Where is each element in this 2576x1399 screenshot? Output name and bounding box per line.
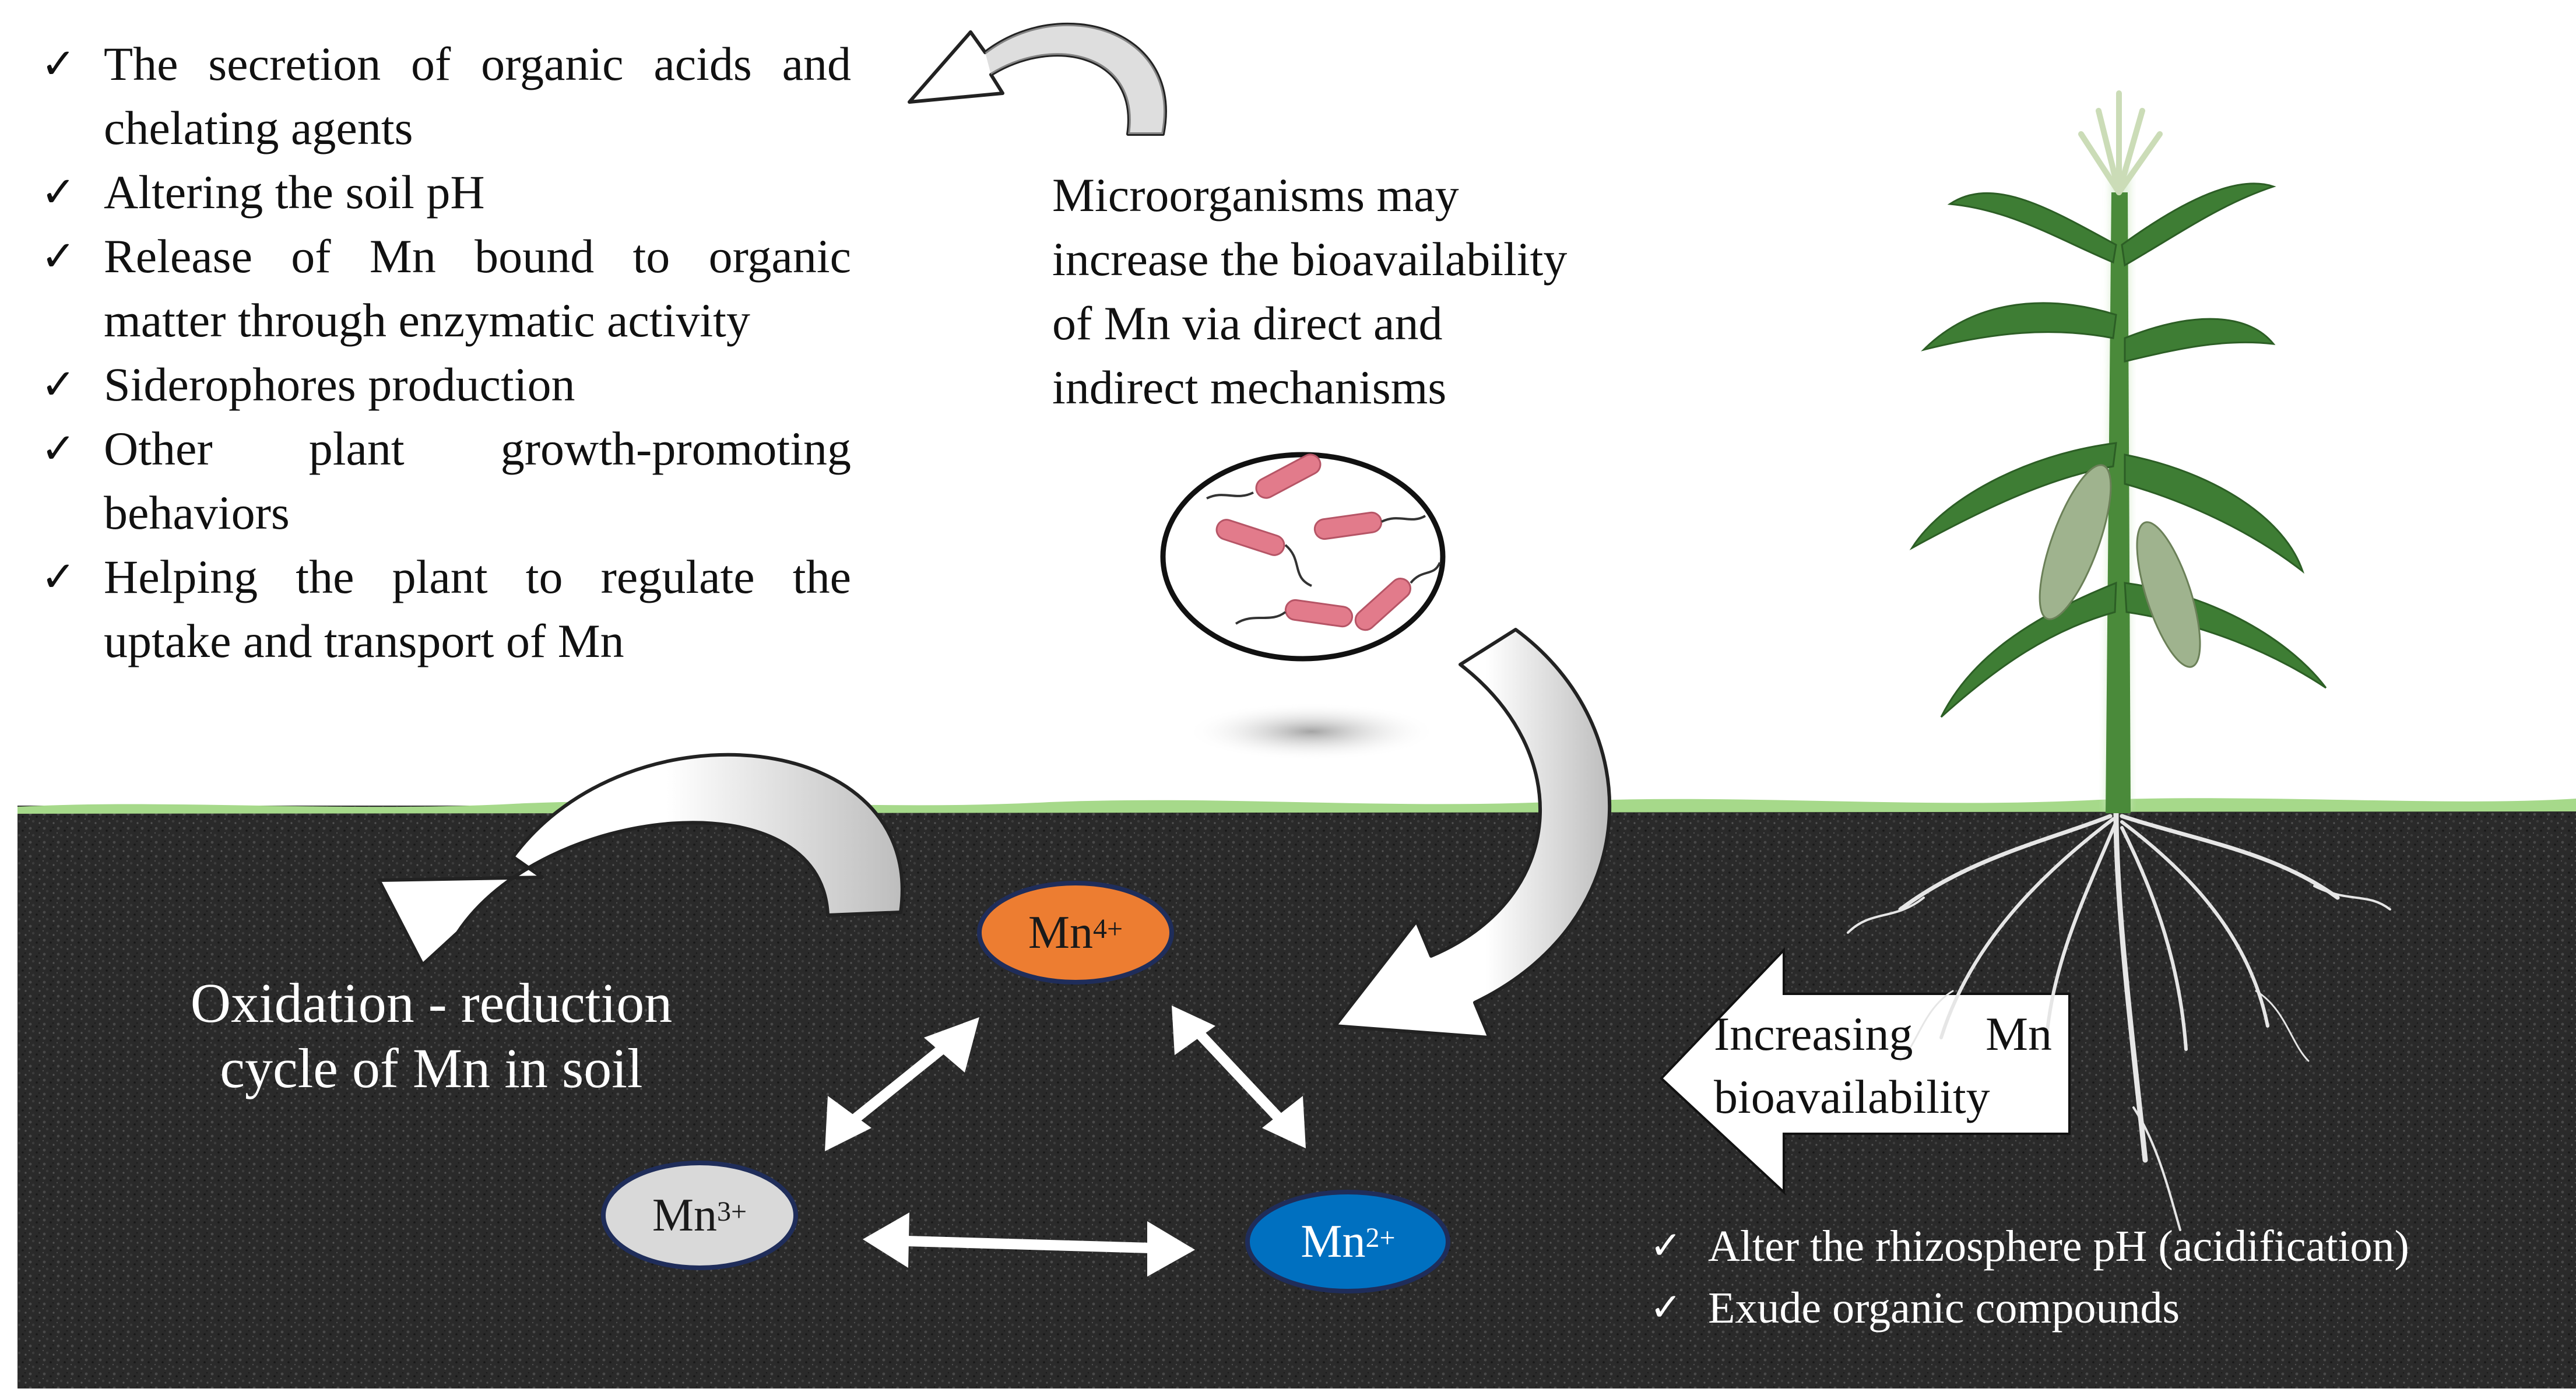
redox-title-line: cycle of Mn in soil	[220, 1037, 643, 1099]
list-item-text: Altering the soil pH	[104, 166, 485, 219]
bacteria-group	[1215, 454, 1411, 631]
check-icon: ✓	[41, 233, 76, 280]
microbe-mechanism-list: ✓ The secretion of organic acids and chel…	[41, 32, 851, 673]
list-item-text: Siderophores production	[104, 358, 575, 411]
list-item-text: Exude organic compounds	[1708, 1284, 2180, 1333]
plant-roots	[1847, 810, 2391, 1231]
list-item: ✓ Siderophores production	[41, 353, 851, 417]
check-icon: ✓	[41, 169, 76, 216]
ion-mn4-circle	[977, 881, 1174, 985]
list-item: ✓ Altering the soil pH	[41, 160, 851, 224]
microorganism-line: increase the bioavailability	[1052, 233, 1568, 286]
curved-arrow-redox	[377, 753, 904, 966]
plant-mechanism-list: ✓ Alter the rhizosphere pH (acidification…	[1650, 1215, 2559, 1339]
list-item-text: Helping the plant to regulate the uptake…	[104, 550, 851, 667]
microorganism-description: Microorganisms may increase the bioavail…	[1052, 163, 1664, 420]
microbe-dish	[1160, 452, 1446, 662]
bioavailability-arrow-label: Increasing Mn bioavailability	[1714, 1003, 2052, 1129]
list-item: ✓ Other plant growth-promoting behaviors	[41, 417, 851, 545]
list-item-text: The secretion of organic acids and chela…	[104, 37, 851, 154]
list-item: ✓ Helping the plant to regulate the uptak…	[41, 545, 851, 673]
list-item-text: Release of Mn bound to organic matter th…	[104, 230, 851, 347]
list-item: ✓ Alter the rhizosphere pH (acidification…	[1650, 1215, 2559, 1277]
double-arrow-mn3-mn2	[881, 1235, 1177, 1254]
ion-base: Mn	[1028, 906, 1094, 958]
check-icon: ✓	[41, 41, 76, 87]
microorganism-line: indirect mechanisms	[1052, 361, 1447, 414]
bioavailability-line: bioavailability	[1714, 1070, 1990, 1123]
check-icon: ✓	[1650, 1286, 1682, 1329]
bioavailability-line: Increasing Mn	[1714, 1007, 2052, 1060]
check-icon: ✓	[41, 554, 76, 600]
bioavailability-arrow	[1660, 947, 2071, 1195]
curved-arrow-microbes	[1333, 628, 1612, 1039]
check-icon: ✓	[41, 361, 76, 408]
list-item: ✓ The secretion of organic acids and chel…	[41, 32, 851, 160]
plant	[1909, 90, 2327, 813]
microbe-shadow	[1186, 702, 1437, 761]
ion-base: Mn	[652, 1189, 718, 1241]
redox-title-line: Oxidation - reduction	[190, 972, 673, 1034]
check-icon: ✓	[1650, 1225, 1682, 1267]
list-item: ✓ Release of Mn bound to organic matter t…	[41, 224, 851, 353]
microorganism-line: Microorganisms may	[1052, 168, 1459, 222]
check-icon: ✓	[41, 426, 76, 472]
double-arrow-mn4-mn2	[1187, 1021, 1291, 1130]
list-item-text: Other plant growth-promoting behaviors	[104, 422, 851, 539]
list-item-text: Alter the rhizosphere pH (acidification)	[1708, 1222, 2409, 1271]
ion-mn3-circle	[601, 1161, 798, 1270]
ion-base: Mn	[1301, 1215, 1366, 1267]
microorganism-line: of Mn via direct and	[1052, 297, 1443, 350]
list-item: ✓ Exude organic compounds	[1650, 1277, 2559, 1339]
ion-mn2-circle	[1245, 1190, 1450, 1293]
redox-cycle-title: Oxidation - reduction cycle of Mn in soi…	[117, 971, 746, 1101]
